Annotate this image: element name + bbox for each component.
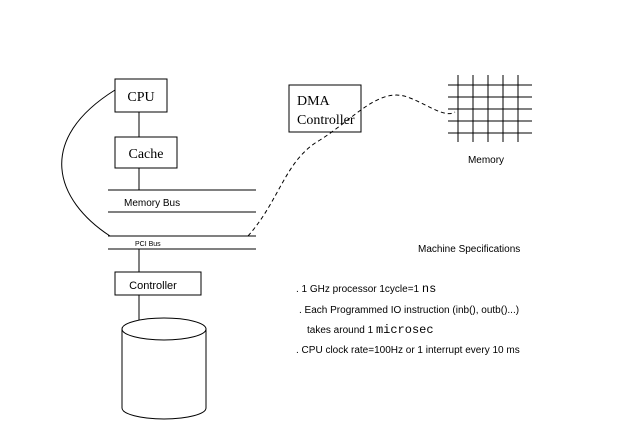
memory-bus: Memory Bus (108, 189, 256, 213)
cpu-label: CPU (127, 90, 154, 105)
specs-line1-text: . 1 GHz processor 1cycle=1 (296, 284, 422, 295)
controller-block: Controller (114, 271, 202, 296)
memory-bus-label: Memory Bus (124, 198, 180, 209)
specs-line1-unit: ns (422, 282, 436, 296)
cache-box (114, 136, 178, 169)
cache-block: Cache (114, 136, 178, 169)
specs-line4: . CPU clock rate=100Hz or 1 interrupt ev… (296, 345, 520, 356)
controller-box (114, 271, 202, 296)
cache-label: Cache (129, 147, 164, 162)
memory-grid: Memory (448, 75, 532, 166)
specs-line3-text: takes around 1 (307, 325, 376, 336)
disk-cylinder (121, 317, 207, 420)
controller-label: Controller (129, 280, 177, 292)
specs-line3: takes around 1 microsec (307, 323, 434, 337)
dma-controller-block: DMA Controller (288, 84, 362, 133)
specs-line2: . Each Programmed IO instruction (inb(),… (299, 305, 519, 316)
pci-bus: PCI Bus (108, 235, 256, 250)
cpu-block: CPU (114, 78, 168, 113)
cpu-box (114, 78, 168, 113)
disk-bottom (121, 407, 207, 420)
memory-label: Memory (468, 155, 504, 166)
specs-title: Machine Specifications (418, 244, 520, 255)
dma-label-line1: DMA (297, 94, 331, 109)
cpu-pci-curve (61, 89, 116, 237)
dma-label-line2: Controller (297, 113, 355, 128)
machine-specifications: Machine Specifications . 1 GHz processor… (296, 244, 520, 356)
specs-line3-unit: microsec (376, 323, 434, 337)
dma-dashed-path (247, 94, 456, 237)
specs-line1: . 1 GHz processor 1cycle=1 ns (296, 282, 436, 296)
pci-bus-label: PCI Bus (135, 241, 161, 248)
dma-controller-box (288, 84, 362, 133)
disk-top (121, 317, 207, 341)
